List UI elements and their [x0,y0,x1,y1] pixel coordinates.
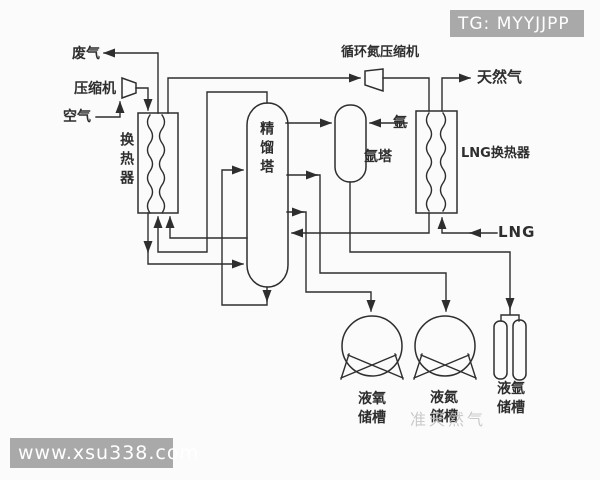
liquid-oxygen-tank-label-line2: 储槽 [358,410,386,426]
lng-inlet-line-b [437,217,471,234]
lng-label: LNG [498,223,536,241]
lng-heat-exchanger-label: LNG换热器 [461,146,530,161]
lng-exchanger-coil-1 [425,112,433,212]
column-top-to-exchanger-line [153,91,268,253]
liquid-nitrogen-tank-label: 液氮 储槽 [420,389,468,427]
nitrogen-return-line [291,212,430,238]
main-heat-exchanger-body [137,112,179,214]
waste-gas-line [103,48,159,114]
air-feed-line-b [147,249,244,269]
air-label: 空气 [63,109,91,125]
liquid-oxygen-tank-support [340,353,404,380]
faint-watermark: 准天然气 [410,410,487,429]
lng-exchanger-coil-2 [439,112,447,212]
recycle-nitrogen-compressor-label: 循环氮压缩机 [341,45,420,60]
exchanger-coil-2 [158,114,166,214]
distillation-column-label: 精馏塔 [258,121,275,178]
main-heat-exchanger-label: 换热器 [118,132,135,189]
recycle-discharge-line [382,77,430,112]
liquid-argon-cylinder-1 [493,320,508,380]
argon-column-label: 氩塔 [364,149,392,165]
liquid-nitrogen-tank [414,315,476,377]
compressor-discharge-line [135,87,153,111]
lng-heat-exchanger-body [415,110,458,214]
liquid-nitrogen-tank-support [413,353,477,380]
column-side-to-exchanger-line [165,216,248,239]
natural-gas-outlet-line [441,73,471,112]
recycle-nitrogen-line [167,73,361,114]
liquid-nitrogen-draw-b [314,174,451,312]
liquid-nitrogen-tank-label-line2: 储槽 [430,409,458,425]
liquid-oxygen-tank [341,315,403,377]
waste-gas-label: 废气 [72,46,100,62]
exchanger-coil-1 [146,114,154,214]
column-bottom-loop-b [221,165,268,306]
argon-label: 氩 [393,115,407,131]
argon-column-body [334,104,367,183]
air-compressor-symbol [121,76,137,100]
liquid-argon-tank-label-line2: 储槽 [497,400,525,416]
bottom-left-watermark: www.xsu338.com [10,438,198,468]
liquid-argon-tank-label-line1: 液氩 [497,381,525,397]
liquid-oxygen-draw-b [300,211,376,312]
liquid-argon-tank-label: 液氩 储槽 [487,380,535,418]
liquid-argon-cylinder-2 [512,319,527,381]
air-compressor-label: 压缩机 [74,81,116,97]
air-inlet-line [95,101,125,118]
liquid-oxygen-tank-label-line1: 液氧 [358,391,386,407]
argon-product-line [349,181,515,310]
natural-gas-label: 天然气 [477,68,523,86]
liquid-oxygen-tank-label: 液氧 储槽 [348,390,396,428]
argon-tank-manifold [500,306,520,322]
liquid-nitrogen-tank-label-line1: 液氮 [430,390,458,406]
top-right-watermark: TG: MYYJJPP [450,10,584,37]
recycle-nitrogen-compressor-symbol [364,68,384,93]
